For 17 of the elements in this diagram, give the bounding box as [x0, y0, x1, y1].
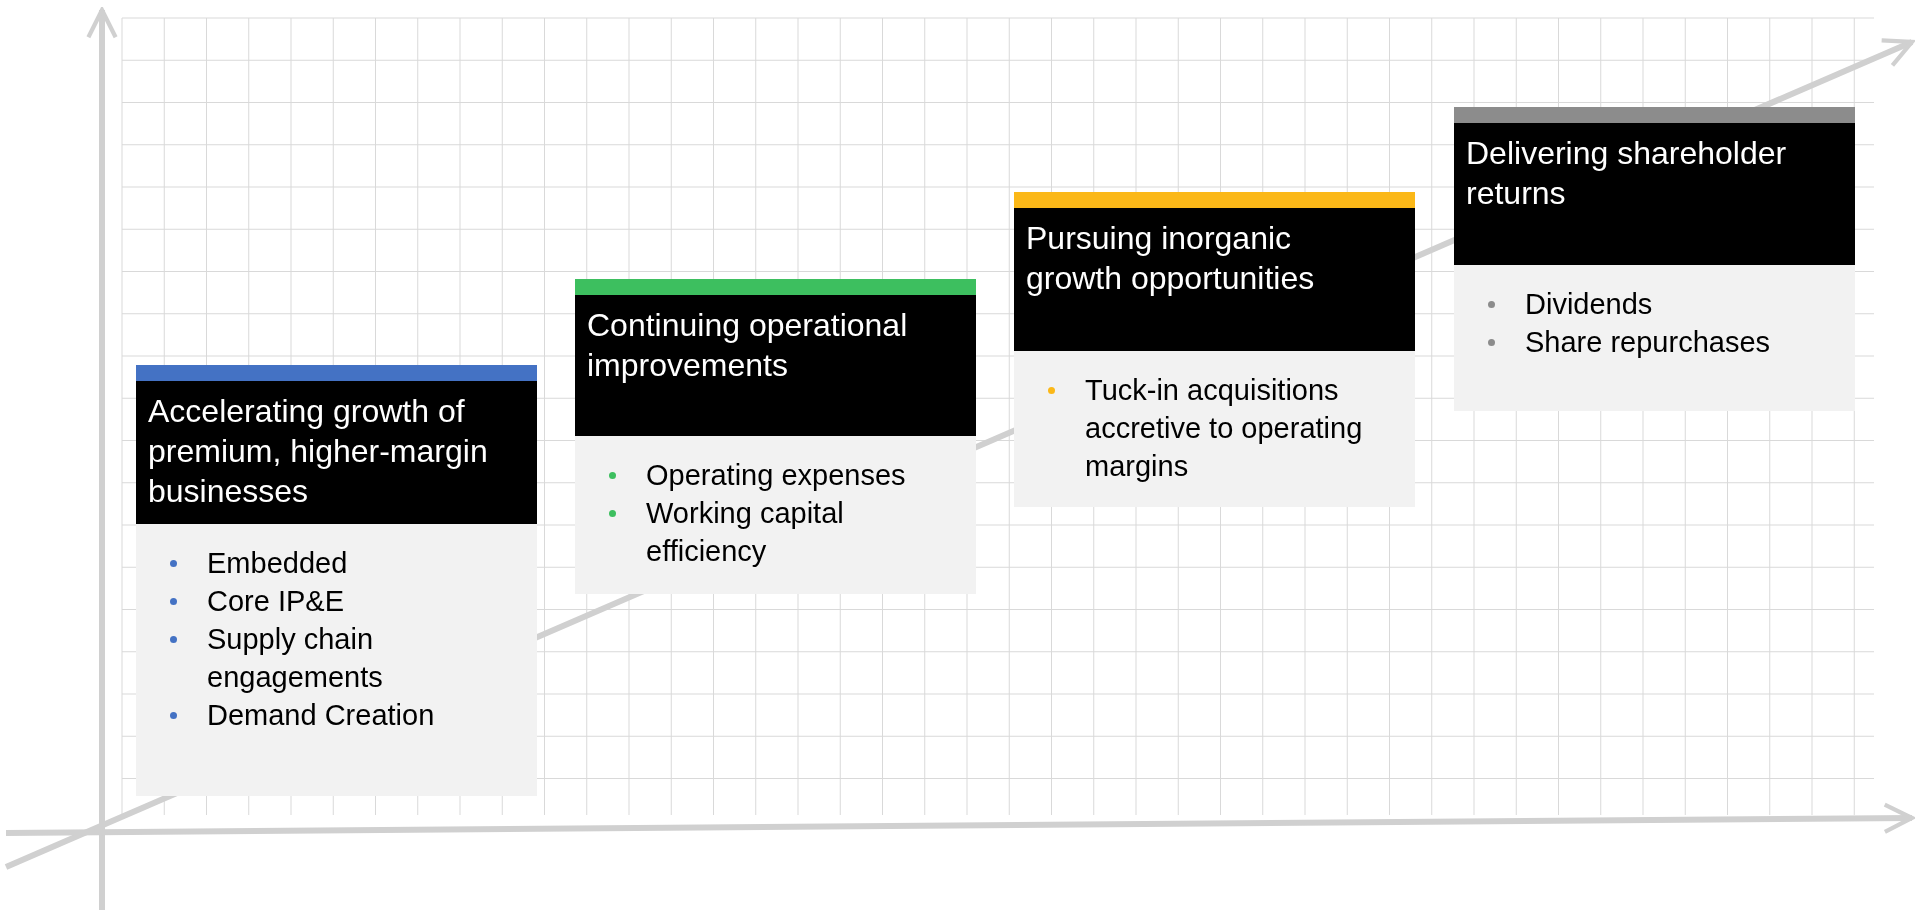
bullet-text: Embedded	[207, 547, 348, 579]
strategy-card	[1014, 192, 1415, 507]
card-heading: Continuing operational improvements	[575, 295, 976, 436]
bullet-text: Working capital efficiency	[646, 497, 844, 567]
strategy-card	[1454, 107, 1855, 411]
bullet-text: Core IP&E	[207, 585, 344, 617]
strategy-card	[136, 365, 537, 796]
bullet-text: Operating expenses	[646, 459, 906, 491]
card-heading: Delivering shareholder returns	[1454, 123, 1855, 265]
bullet-text: Dividends	[1525, 288, 1653, 320]
bullet-text: Tuck-in acquisitions accretive to operating margins	[1085, 374, 1363, 482]
bullet-text: Share repurchases	[1525, 326, 1771, 358]
card-heading: Pursuing inorganic growth opportunities	[1014, 208, 1415, 351]
card-heading: Accelerating growth of premium, higher-margin businesses	[136, 381, 537, 524]
bullet-text: Supply chain engagements	[207, 623, 383, 693]
bullet-text: Demand Creation	[207, 699, 435, 731]
strategy-card	[575, 279, 976, 594]
